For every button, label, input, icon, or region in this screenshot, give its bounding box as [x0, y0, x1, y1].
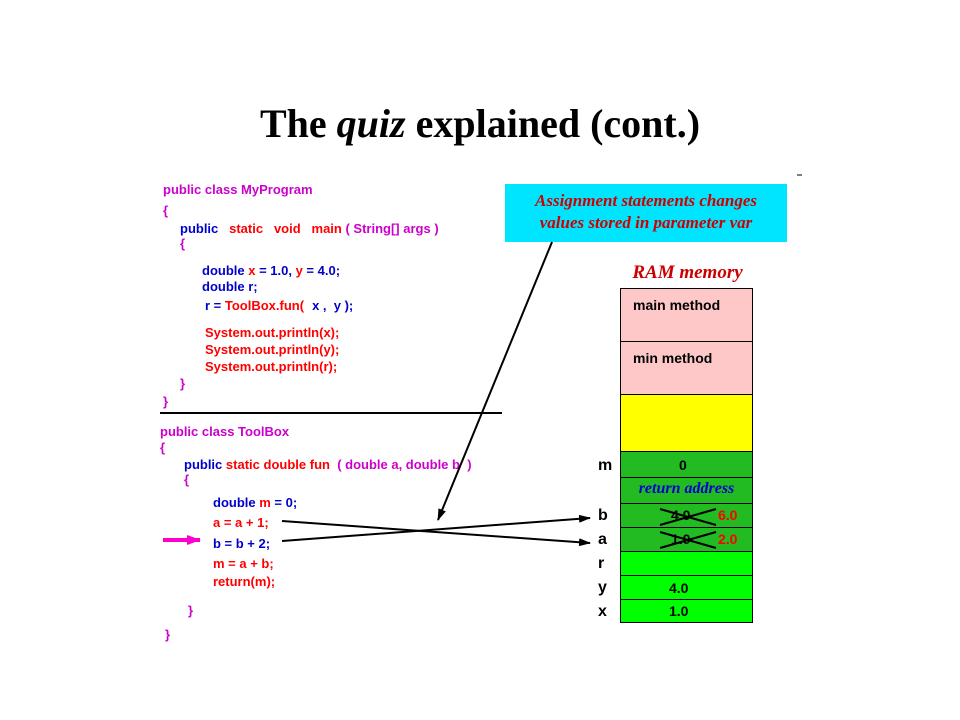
ram-cell-main-method: main method [620, 288, 753, 342]
code-m-assign: m = a + b; [213, 556, 274, 571]
call-toolbox-fun: ToolBox.fun( [224, 298, 305, 313]
page-title: The quiz explained (cont.) [0, 100, 960, 147]
code-double-r: double r; [202, 279, 258, 294]
call-args: x , y [312, 298, 341, 313]
var-y: y [295, 263, 303, 278]
ram-label-y: y [598, 579, 607, 596]
arrow-a-to-ram [281, 520, 591, 547]
ram-label-b: b [598, 507, 608, 524]
callout-arrow [437, 241, 553, 521]
ram-title: RAM memory [632, 262, 743, 283]
ram-x-value: 1.0 [669, 603, 689, 619]
callout-line2: values stored in parameter var [539, 213, 753, 232]
kw-static: static [229, 221, 264, 236]
ram-label-a: a [598, 531, 607, 548]
code-return: return(m); [213, 574, 276, 589]
code-double-xy: double x = 1.0, y = 4.0; [202, 263, 340, 279]
ram-main-method-label: main method [633, 297, 721, 313]
call-close: ); [340, 298, 354, 313]
decl-double: double [202, 263, 249, 278]
kw-fun: fun [309, 457, 330, 472]
code-double-m: double m = 0; [213, 495, 297, 511]
kw-static-2: static [225, 457, 260, 472]
code-main-brace-close: } [180, 376, 186, 391]
ram-cell-b [620, 503, 753, 528]
main-args: ( String[] args ) [345, 221, 439, 236]
ram-cell-min-method: min method [620, 341, 753, 395]
code-myprogram-brace-close: } [163, 394, 169, 409]
title-part2: explained (cont.) [405, 101, 701, 146]
code-fun-brace-open: { [184, 472, 190, 487]
decl-y-value: = 4.0; [302, 263, 341, 278]
strike-a-old-2 [659, 531, 717, 549]
arrow-b-to-ram [281, 514, 591, 542]
code-println-y: System.out.println(y); [205, 342, 340, 357]
code-main-brace-open: { [180, 236, 186, 251]
kw-void: void [273, 221, 301, 236]
ram-cell-m: 0 [620, 451, 753, 478]
code-toolbox-line1: public class ToolBox [160, 424, 290, 439]
assign-r: r = [205, 298, 225, 313]
var-x: x [248, 263, 256, 278]
ram-a-new-value: 2.0 [718, 531, 738, 547]
decl-double-m: double [213, 495, 260, 510]
kw-public: public [180, 221, 219, 236]
var-m: m [259, 495, 271, 510]
code-toolbox-brace-open: { [160, 440, 166, 455]
code-fun-signature: public static double fun ( double a, dou… [184, 457, 472, 473]
code-main-signature: public static void main ( String[] args … [180, 221, 439, 237]
title-emphasis: quiz [336, 101, 406, 146]
ram-cell-yellow [620, 394, 753, 452]
fun-params-close: ) [467, 457, 472, 472]
code-call-fun: r = ToolBox.fun( x , y ); [205, 298, 353, 314]
code-println-x: System.out.println(x); [205, 325, 340, 340]
code-myprogram-line1: public class MyProgram [163, 182, 313, 197]
decl-m-value: = 0; [270, 495, 298, 510]
callout-line1: Assignment statements changes [535, 191, 757, 210]
kw-main: main [311, 221, 342, 236]
ram-b-new-value: 6.0 [718, 507, 738, 523]
fun-params: ( double a, double b [337, 457, 460, 472]
ram-label-x: x [598, 603, 607, 620]
code-println-r: System.out.println(r); [205, 359, 338, 374]
ram-m-value: 0 [679, 457, 687, 473]
ram-y-value: 4.0 [669, 580, 689, 596]
decl-x-value: = 1.0, [255, 263, 296, 278]
code-fun-brace-close: } [188, 603, 194, 618]
kw-public-2: public [184, 457, 223, 472]
ram-min-method-label: min method [633, 350, 713, 366]
ram-label-m: m [598, 457, 613, 474]
callout-box: Assignment statements changes values sto… [505, 184, 787, 242]
code-a-assign: a = a + 1; [213, 515, 269, 530]
title-part1: The [259, 101, 337, 146]
ram-return-address: return address [638, 480, 735, 497]
kw-double: double [263, 457, 307, 472]
code-b-assign: b = b + 2; [213, 536, 271, 551]
ram-label-r: r [598, 555, 605, 572]
code-toolbox-brace-close: } [165, 627, 171, 642]
code-myprogram-brace-open: { [163, 203, 169, 218]
ram-cell-x: 1.0 [620, 599, 753, 623]
strike-b-old-2 [659, 508, 717, 526]
